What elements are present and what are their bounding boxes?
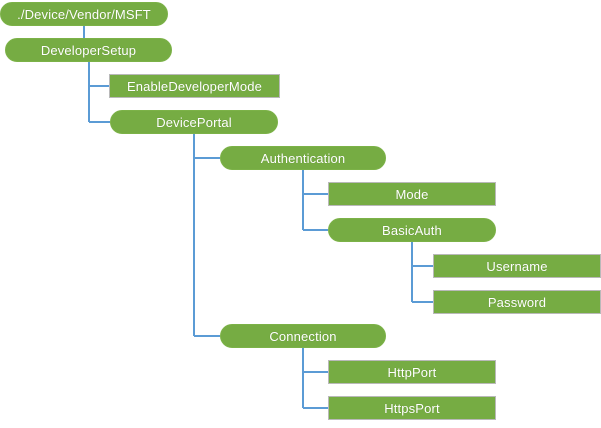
tree-node-label: ./Device/Vendor/MSFT [17,6,151,22]
tree-node-httpport[interactable]: HttpPort [328,360,496,384]
tree-node-label: Username [486,258,548,274]
tree-node-label: HttpsPort [384,400,440,416]
tree-node-authentication[interactable]: Authentication [220,146,386,170]
tree-node-label: Password [487,294,547,310]
tree-node-mode[interactable]: Mode [328,182,496,206]
tree-node-enabledevelopermode[interactable]: EnableDeveloperMode [109,74,280,98]
tree-node-developersetup[interactable]: DeveloperSetup [5,38,172,62]
tree-node-label: EnableDeveloperMode [126,78,263,94]
tree-node-label: Mode [395,186,429,202]
tree-node-deviceportal[interactable]: DevicePortal [110,110,278,134]
tree-node-password[interactable]: Password [433,290,601,314]
tree-node-label: Authentication [260,150,346,166]
tree-node-root[interactable]: ./Device/Vendor/MSFT [0,2,168,26]
tree-node-label: HttpPort [387,364,437,380]
tree-node-label: Connection [269,328,337,344]
tree-node-label: BasicAuth [382,222,442,238]
tree-node-label: DeveloperSetup [40,42,137,58]
tree-node-label: DevicePortal [156,114,232,130]
tree-node-connection[interactable]: Connection [220,324,386,348]
tree-node-httpsport[interactable]: HttpsPort [328,396,496,420]
tree-node-basicauth[interactable]: BasicAuth [328,218,496,242]
tree-node-username[interactable]: Username [433,254,601,278]
